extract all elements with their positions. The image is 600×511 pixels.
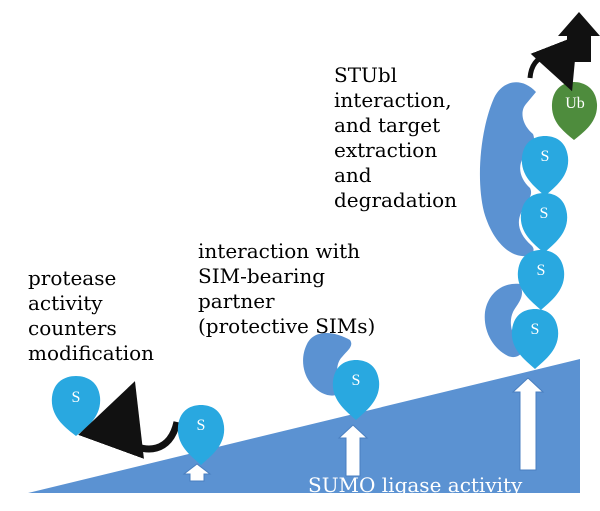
sumo-protected bbox=[332, 360, 380, 420]
ligase-ramp bbox=[28, 359, 580, 493]
extraction-curve-arrow bbox=[527, 35, 578, 92]
sumo-protected-label: S bbox=[352, 372, 361, 389]
sumo-free-label: S bbox=[72, 389, 81, 406]
sumo-free bbox=[51, 376, 101, 436]
ligase-arrow-large bbox=[511, 377, 545, 471]
ligase-arrow-small bbox=[182, 463, 212, 482]
ubiquitin bbox=[551, 82, 598, 140]
sumo-chain-3-label: S bbox=[540, 205, 549, 222]
stubl-label: STUbl interaction, and target extraction… bbox=[334, 63, 458, 212]
sumo-on-substrate bbox=[177, 405, 225, 465]
sumo-chain-2-label: S bbox=[537, 262, 546, 279]
sumo-chain-1 bbox=[511, 309, 559, 369]
sumo-chain-4-label: S bbox=[541, 148, 550, 165]
sumo-chain-1-label: S bbox=[531, 321, 540, 338]
interaction-label: interaction with SIM-bearing partner (pr… bbox=[198, 239, 376, 338]
degradation-arrow bbox=[558, 12, 600, 62]
ubiquitin-label: Ub bbox=[565, 95, 585, 112]
sumo-chain-3 bbox=[520, 193, 568, 253]
sumo-on-substrate-label: S bbox=[197, 417, 206, 434]
sumo-chain-2 bbox=[517, 250, 565, 310]
protease-label: protease activity counters modification bbox=[28, 266, 155, 365]
stubl-protein bbox=[479, 82, 536, 257]
protease-curve-arrow bbox=[78, 381, 181, 459]
ligase-arrow-medium bbox=[337, 424, 369, 477]
sumo-chain-4 bbox=[521, 136, 569, 196]
ligase-activity-label: SUMO ligase activity bbox=[308, 473, 523, 497]
